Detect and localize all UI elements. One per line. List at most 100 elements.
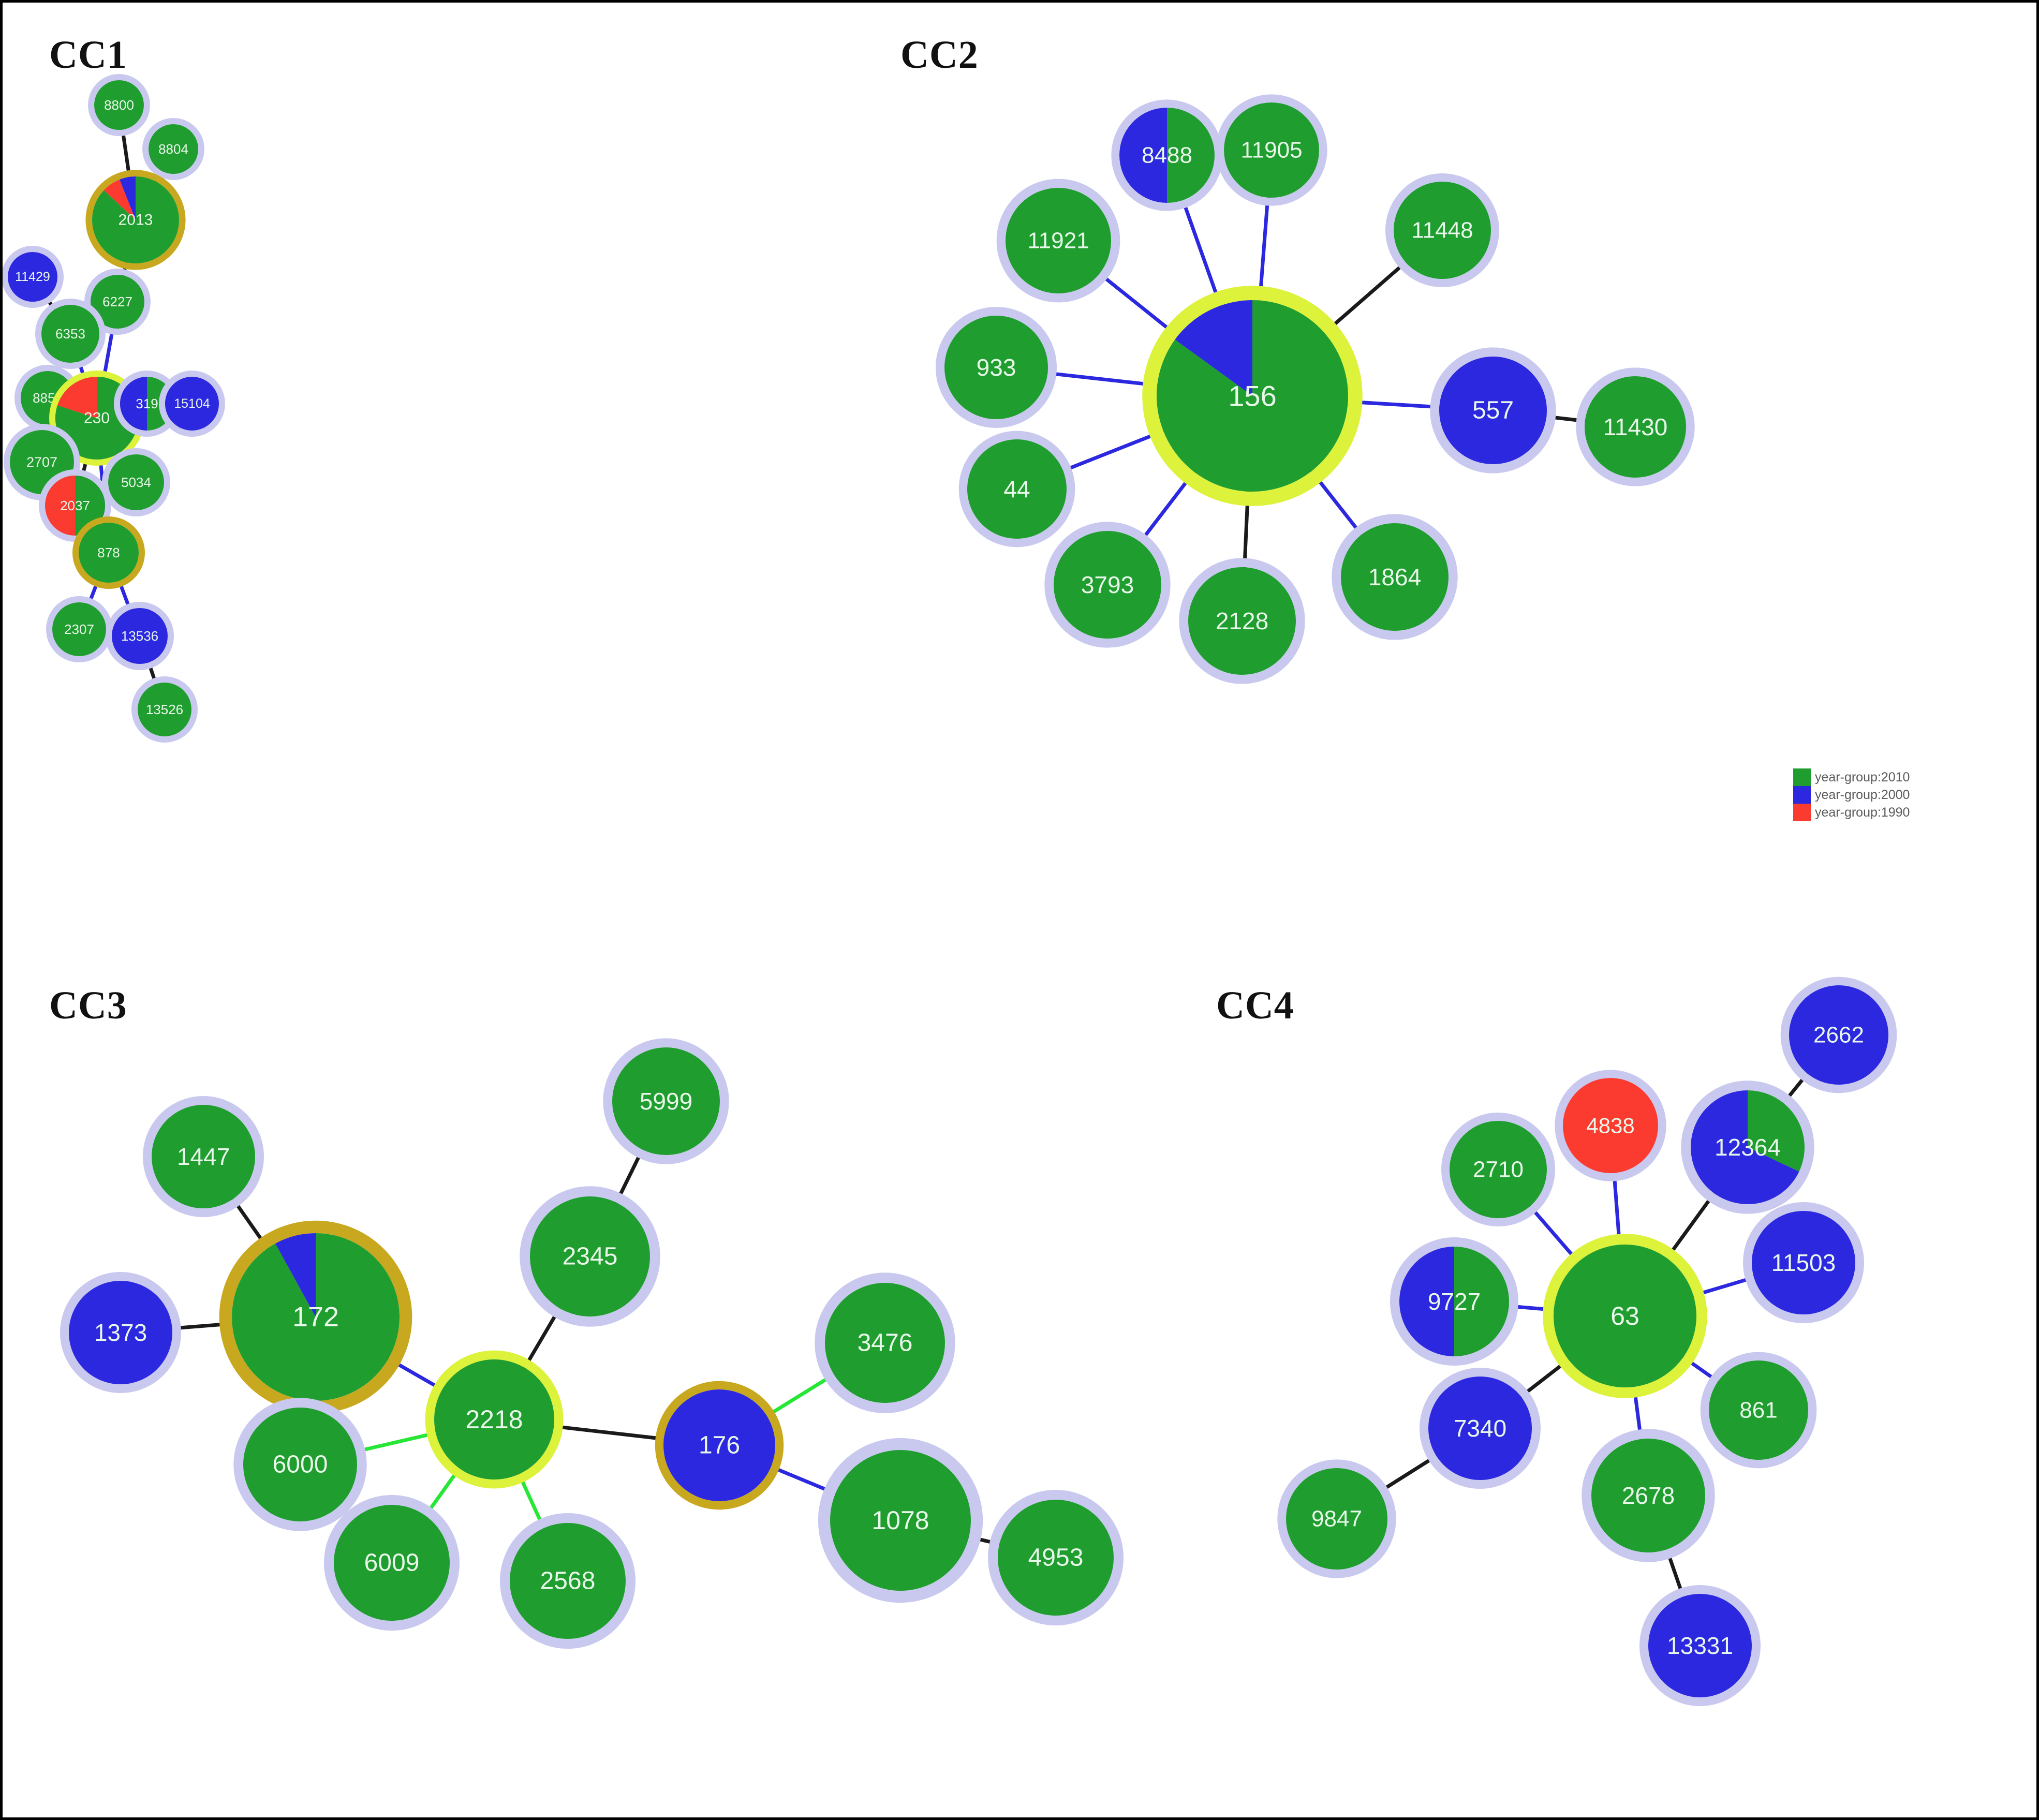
node-15104[interactable]: 15104 — [159, 371, 225, 437]
node-2013[interactable]: 2013 — [85, 170, 186, 270]
node-861[interactable]: 861 — [1700, 1352, 1817, 1469]
node-halo-11905 — [1216, 94, 1327, 206]
node-5999[interactable]: 5999 — [603, 1038, 729, 1164]
node-slice-15104-2000 — [165, 377, 219, 431]
node-halo-5999 — [603, 1038, 729, 1164]
node-6009[interactable]: 6009 — [323, 1495, 460, 1631]
node-11429[interactable]: 11429 — [3, 246, 64, 308]
node-slice-172-2010 — [232, 1233, 400, 1401]
panel-title-cc1: CC1 — [49, 33, 127, 77]
node-2678[interactable]: 2678 — [1582, 1429, 1715, 1562]
node-slice-2307-2010 — [52, 602, 106, 656]
node-3793[interactable]: 3793 — [1044, 522, 1171, 648]
node-156[interactable]: 156 — [1142, 286, 1363, 506]
node-8804[interactable]: 8804 — [142, 118, 204, 180]
node-halo-11448 — [1385, 173, 1499, 287]
node-13526[interactable]: 13526 — [131, 676, 198, 743]
node-slice-11905-2010 — [1224, 102, 1319, 198]
node-878[interactable]: 878 — [72, 516, 145, 589]
node-933[interactable]: 933 — [936, 307, 1057, 428]
node-halo-2128 — [1179, 558, 1305, 684]
node-557[interactable]: 557 — [1430, 347, 1556, 474]
node-2218[interactable]: 2218 — [425, 1350, 564, 1489]
node-halo-2710 — [1441, 1113, 1555, 1226]
node-13331[interactable]: 13331 — [1639, 1585, 1761, 1706]
node-slice-319-2000 — [120, 377, 147, 431]
node-slice-8800-2010 — [94, 80, 144, 130]
node-8800[interactable]: 8800 — [88, 74, 150, 136]
node-11430[interactable]: 11430 — [1576, 367, 1695, 486]
node-slice-4838-1990 — [1563, 1078, 1658, 1173]
node-halo-8800 — [88, 74, 150, 136]
node-slice-6009-2010 — [334, 1505, 450, 1621]
node-3476[interactable]: 3476 — [815, 1272, 955, 1413]
node-9727[interactable]: 9727 — [1390, 1237, 1519, 1366]
node-4838[interactable]: 4838 — [1555, 1070, 1666, 1181]
node-halo-2678 — [1582, 1429, 1715, 1562]
node-2345[interactable]: 2345 — [520, 1186, 660, 1327]
node-halo-6000 — [233, 1398, 367, 1531]
legend-labels: year-group:2010 year-group:2000 year-gro… — [1815, 768, 1910, 821]
node-2662[interactable]: 2662 — [1780, 976, 1897, 1093]
node-halo-12364 — [1681, 1081, 1814, 1214]
node-2128[interactable]: 2128 — [1179, 558, 1305, 684]
node-6353[interactable]: 6353 — [35, 299, 106, 369]
node-slice-9847-2010 — [1286, 1468, 1387, 1570]
node-slice-2568-2010 — [510, 1523, 626, 1639]
node-1078[interactable]: 1078 — [818, 1438, 983, 1603]
node-slice-13331-2000 — [1648, 1594, 1752, 1697]
node-8488[interactable]: 8488 — [1111, 99, 1223, 211]
node-1373[interactable]: 1373 — [60, 1272, 181, 1393]
node-slice-12364-2000 — [1690, 1090, 1799, 1204]
node-slice-230-1990 — [57, 377, 97, 418]
node-2568[interactable]: 2568 — [499, 1513, 636, 1649]
node-172[interactable]: 172 — [219, 1220, 412, 1414]
node-11921[interactable]: 11921 — [996, 179, 1120, 303]
node-4953[interactable]: 4953 — [987, 1489, 1124, 1626]
node-halo-8804 — [142, 118, 204, 180]
legend-label-2000: year-group:2000 — [1815, 788, 1910, 802]
node-11503[interactable]: 11503 — [1743, 1202, 1864, 1323]
node-halo-3793 — [1044, 522, 1171, 648]
node-halo-176 — [655, 1381, 784, 1510]
node-13536[interactable]: 13536 — [106, 602, 174, 670]
node-halo-933 — [936, 307, 1057, 428]
legend-swatch-2010 — [1793, 768, 1811, 786]
node-176[interactable]: 176 — [655, 1381, 784, 1510]
node-halo-878 — [72, 516, 145, 589]
node-slice-172-2000 — [275, 1233, 316, 1317]
node-halo-2345 — [520, 1186, 660, 1327]
node-63[interactable]: 63 — [1543, 1234, 1707, 1398]
node-12364[interactable]: 12364 — [1681, 1081, 1814, 1214]
node-slice-2218-2010 — [434, 1359, 554, 1479]
node-halo-6353 — [35, 299, 106, 369]
node-7340[interactable]: 7340 — [1420, 1368, 1541, 1489]
node-9847[interactable]: 9847 — [1277, 1459, 1396, 1578]
edge-2218-176 — [547, 1424, 670, 1442]
node-slice-63-2010 — [1554, 1245, 1696, 1387]
edge-6000-2218 — [349, 1430, 442, 1455]
node-halo-2037 — [39, 469, 111, 542]
panel-title-cc3: CC3 — [49, 984, 127, 1027]
node-halo-5034 — [102, 448, 170, 516]
node-1864[interactable]: 1864 — [1332, 514, 1458, 640]
node-slice-861-2010 — [1709, 1360, 1808, 1460]
node-6000[interactable]: 6000 — [233, 1398, 367, 1531]
node-44[interactable]: 44 — [958, 431, 1075, 548]
node-1447[interactable]: 1447 — [143, 1096, 264, 1217]
node-halo-11430 — [1576, 367, 1695, 486]
node-slice-8488-2000 — [1119, 108, 1167, 203]
node-2307[interactable]: 2307 — [46, 596, 112, 662]
node-11905[interactable]: 11905 — [1216, 94, 1327, 206]
legend-label-2010: year-group:2010 — [1815, 770, 1910, 785]
node-slice-9727-2000 — [1399, 1247, 1454, 1356]
node-halo-2568 — [499, 1513, 636, 1649]
node-slice-7340-2000 — [1428, 1377, 1532, 1480]
node-halo-7340 — [1420, 1368, 1541, 1489]
node-halo-11921 — [996, 179, 1120, 303]
node-slice-1447-2010 — [152, 1105, 255, 1208]
node-11448[interactable]: 11448 — [1385, 173, 1499, 287]
node-2710[interactable]: 2710 — [1441, 1113, 1555, 1226]
node-5034[interactable]: 5034 — [102, 448, 170, 516]
